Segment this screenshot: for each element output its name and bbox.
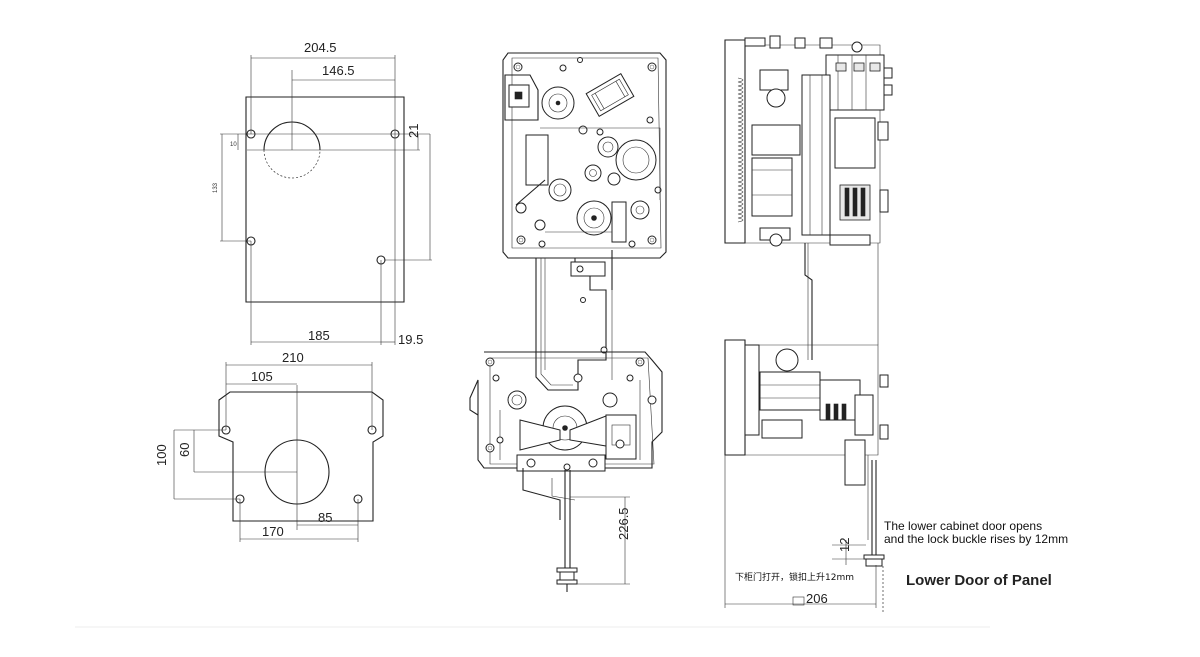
english-note-line1: The lower cabinet door opens — [884, 519, 1043, 533]
dim-bottom-right: 85 — [318, 510, 332, 525]
dim-top-left-small: 10 — [230, 142, 237, 148]
dim-rise: 12 — [837, 538, 852, 552]
dim-rod: 226.5 — [616, 507, 631, 540]
dim-bottom-width: 210 — [282, 350, 304, 365]
chinese-note: 下柜门打开，锁扣上升12mm — [735, 571, 854, 583]
dim-top-left-tall: 133 — [213, 182, 219, 193]
dim-top-bottom: 185 — [308, 328, 330, 343]
dim-depth: 206 — [806, 591, 828, 606]
side-view-mechanism: 12 206 下柜门打开，锁扣上升12mm — [724, 35, 893, 614]
dim-top-right: 21 — [406, 124, 421, 138]
dim-bottom-height: 100 — [154, 444, 169, 466]
dim-bottom-bottom: 170 — [262, 524, 284, 539]
dim-bottom-inner: 60 — [177, 443, 192, 457]
english-note: The lower cabinet door opens and the loc… — [884, 520, 1184, 546]
dim-top-center: 146.5 — [322, 63, 355, 78]
dim-top-offset: 19.5 — [398, 332, 423, 347]
front-view-mechanism: 226.5 — [469, 52, 667, 592]
bottom-mounting-plate: 210 105 100 60 170 85 — [154, 350, 384, 542]
dim-top-width: 204.5 — [304, 40, 337, 55]
english-note-line2: and the lock buckle rises by 12mm — [884, 532, 1069, 546]
top-mounting-plate: 204.5 146.5 10 133 21 185 19.5 — [213, 40, 432, 347]
drawing-caption: Lower Door of Panel — [906, 572, 1052, 589]
dim-bottom-center: 105 — [251, 369, 273, 384]
